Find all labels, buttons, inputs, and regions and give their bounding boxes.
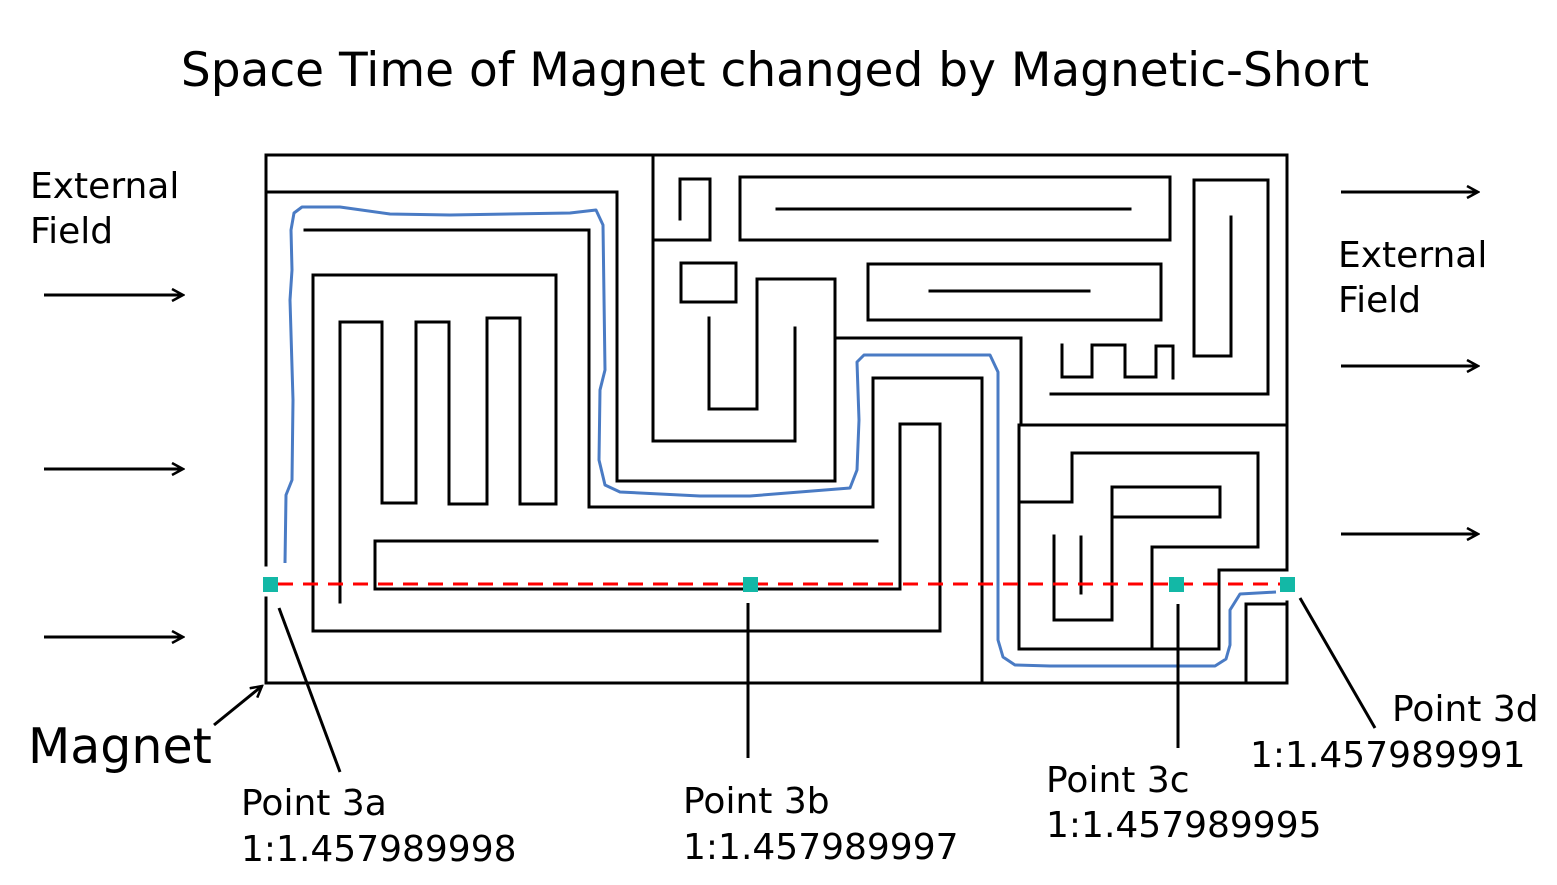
maze-wall: [311, 273, 942, 633]
point-3a-label: Point 3a: [241, 783, 387, 824]
magnet-label: Magnet: [28, 718, 212, 775]
maze-wall: [679, 261, 738, 304]
magnet-pointer-arrow: [213, 686, 262, 727]
external-field-right-label-line1: External: [1338, 235, 1487, 276]
maze-wall: [1049, 178, 1270, 396]
maze-wall: [738, 175, 1172, 242]
point-3b-label: Point 3b: [683, 781, 830, 822]
point-3c-value: 1:1.457989995: [1046, 805, 1322, 846]
maze-wall: [1110, 485, 1222, 519]
maze-wall: [833, 336, 1289, 427]
maze-wall: [303, 228, 984, 685]
pointer-line-3d: [1298, 597, 1377, 729]
maze-wall: [651, 153, 797, 443]
maze-wall: [1052, 485, 1114, 622]
pointer-line-3a: [277, 607, 342, 773]
diagram-title: Space Time of Magnet changed by Magnetic…: [181, 43, 1369, 98]
maze-wall: [1017, 423, 1289, 651]
point-3a-value: 1:1.457989998: [241, 829, 517, 870]
point-marker-3c: [1169, 577, 1184, 592]
maze-wall: [264, 596, 1289, 685]
point-marker-3d: [1280, 577, 1295, 592]
point-3d-label: Point 3d: [1392, 689, 1539, 730]
external-field-right-label-line2: Field: [1338, 280, 1421, 321]
point-marker-3a: [263, 577, 278, 592]
point-3c-label: Point 3c: [1046, 760, 1190, 801]
maze-wall: [265, 190, 837, 483]
point-markers: [263, 577, 1295, 592]
point-marker-3b: [743, 577, 758, 592]
maze-wall: [1244, 602, 1289, 685]
maze-wall: [651, 177, 712, 242]
pointer-lines: [213, 597, 1377, 773]
external-field-left-label-line2: Field: [30, 211, 113, 252]
maze-wall: [866, 262, 1163, 322]
external-field-left-label-line1: External: [30, 166, 179, 207]
field-arrows: [44, 192, 1478, 637]
maze-wall: [1017, 451, 1260, 651]
point-3b-value: 1:1.457989997: [683, 827, 959, 868]
field-path-line: [283, 205, 1277, 668]
maze-wall: [1060, 343, 1175, 380]
maze-walls: [264, 153, 1289, 685]
maze-wall: [264, 153, 1289, 571]
point-3d-value: 1:1.457989991: [1250, 735, 1526, 776]
